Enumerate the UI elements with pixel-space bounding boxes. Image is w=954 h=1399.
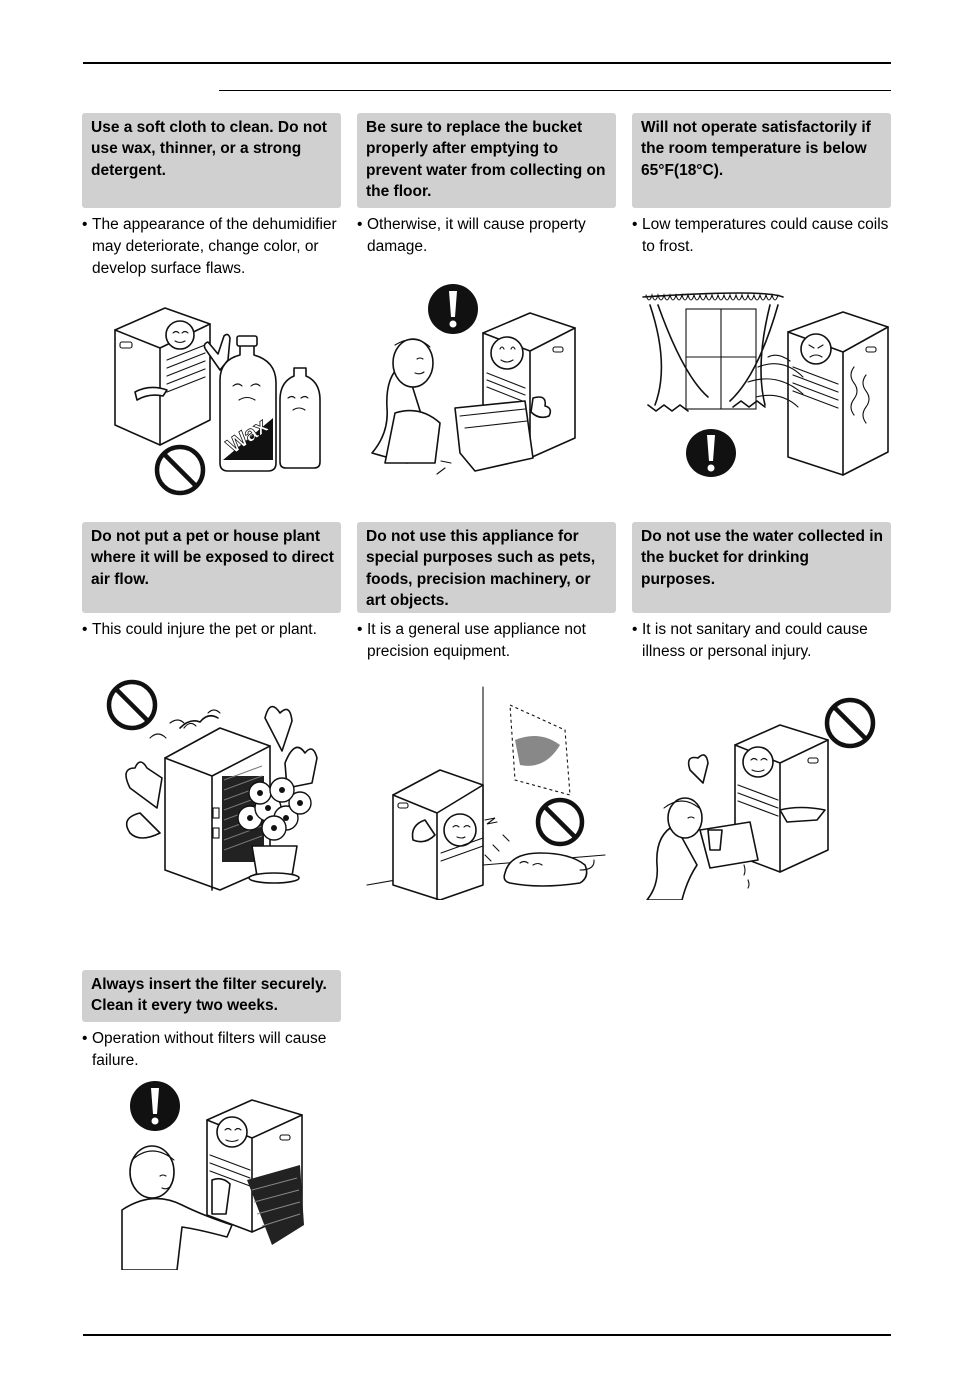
precaution-heading: Do not use this appliance for special pu… (357, 522, 616, 613)
precaution-heading: Always insert the filter securely. Clean… (82, 970, 341, 1022)
precaution-card: Do not use this appliance for special pu… (357, 522, 616, 663)
precaution-heading: Will not operate satisfactorily if the r… (632, 113, 891, 208)
bucket-water-illustration (640, 690, 880, 900)
precaution-note: •Operation without filters will cause fa… (82, 1030, 327, 1069)
special-purpose-illustration (365, 685, 611, 900)
precaution-heading: Do not put a pet or house plant where it… (82, 522, 341, 613)
precaution-heading: Do not use the water collected in the bu… (632, 522, 891, 613)
cleaning-chemicals-illustration: Wax (105, 300, 345, 500)
top-rule (83, 62, 891, 64)
prohibition-icon (154, 444, 206, 496)
precaution-heading: Be sure to replace the bucket properly a… (357, 113, 616, 208)
precaution-card: Do not use the water collected in the bu… (632, 522, 891, 663)
prohibition-icon (824, 697, 876, 749)
sub-rule (219, 90, 891, 91)
precaution-note: •It is a general use appliance not preci… (357, 621, 586, 660)
precaution-heading: Use a soft cloth to clean. Do not use wa… (82, 113, 341, 208)
cold-room-illustration (638, 287, 894, 487)
precaution-note: •Otherwise, it will cause property damag… (357, 216, 586, 255)
precaution-note: •It is not sanitary and could cause illn… (632, 621, 868, 660)
plant-leaves (237, 777, 312, 841)
precaution-card: Be sure to replace the bucket properly a… (357, 113, 616, 258)
pet-plant-airflow-illustration (100, 678, 330, 896)
precaution-card: Always insert the filter securely. Clean… (82, 970, 341, 1072)
precaution-note: •The appearance of the dehumidifier may … (82, 216, 337, 277)
bottom-rule (83, 1334, 891, 1336)
precaution-note: •This could injure the pet or plant. (82, 621, 317, 638)
precaution-card: Do not put a pet or house plant where it… (82, 522, 341, 641)
precaution-card: Use a soft cloth to clean. Do not use wa… (82, 113, 341, 279)
precaution-note: •Low temperatures could cause coils to f… (632, 216, 889, 255)
filter-insertion-illustration (112, 1080, 312, 1270)
prohibition-icon (106, 679, 158, 731)
prohibition-icon (535, 797, 585, 847)
precaution-card: Will not operate satisfactorily if the r… (632, 113, 891, 258)
bucket-replacement-illustration (365, 283, 595, 483)
